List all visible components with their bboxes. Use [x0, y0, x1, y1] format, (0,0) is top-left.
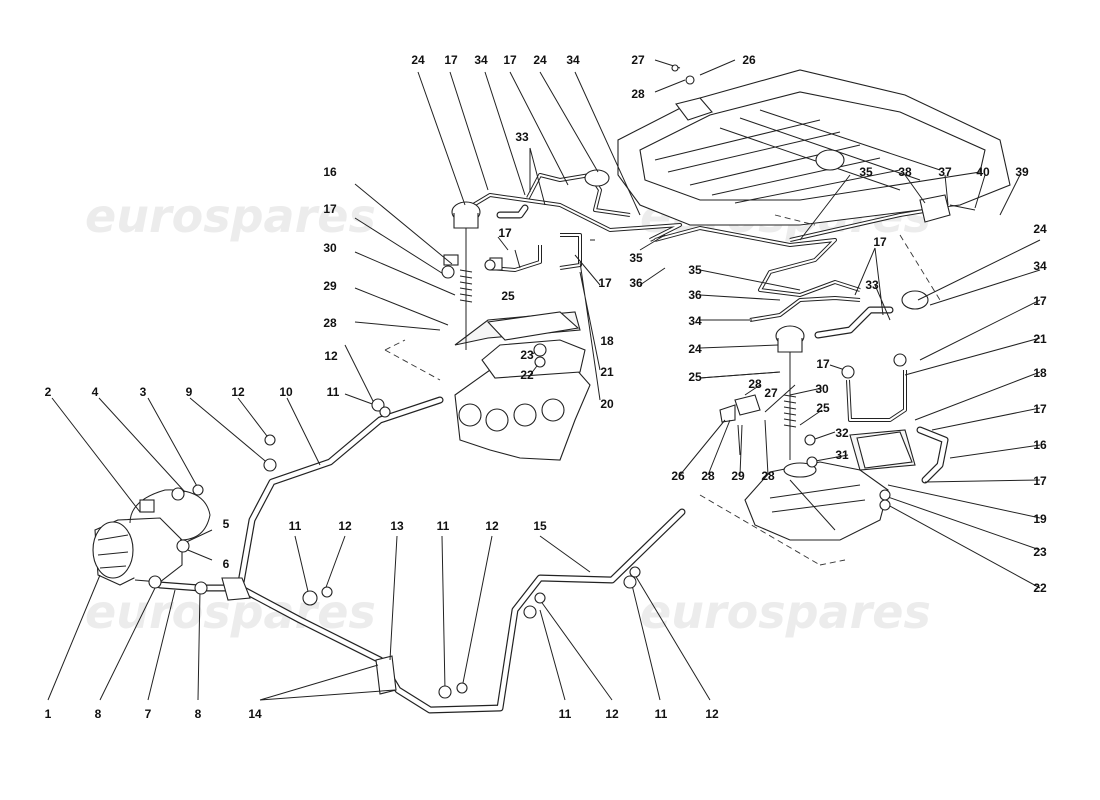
intake-plenum — [617, 69, 1011, 226]
callout-31: 31 — [835, 448, 849, 462]
callout-28b: 28 — [323, 316, 337, 330]
callout-25a: 25 — [501, 289, 515, 303]
callout-34d: 34 — [1033, 259, 1047, 273]
callout-28a: 28 — [631, 87, 645, 101]
callout-24a: 24 — [411, 53, 425, 67]
callout-9: 9 — [186, 385, 193, 399]
callout-35b: 35 — [859, 165, 873, 179]
callout-12a: 12 — [324, 349, 338, 363]
callout-3: 3 — [140, 385, 147, 399]
callout-28c: 28 — [748, 377, 762, 391]
callout-20: 20 — [600, 397, 614, 411]
callout-35c: 35 — [688, 263, 702, 277]
callout-29a: 29 — [323, 279, 337, 293]
watermark-top-left: eurospares — [85, 189, 376, 243]
callout-37: 37 — [938, 165, 952, 179]
callout-26b: 26 — [671, 469, 685, 483]
callout-30b: 30 — [815, 382, 829, 396]
callout-26a: 26 — [742, 53, 756, 67]
callout-17d: 17 — [498, 226, 512, 240]
right-mounting-plate — [856, 431, 913, 469]
callout-21b: 21 — [1033, 332, 1047, 346]
callout-24b: 24 — [533, 53, 547, 67]
callout-17j: 17 — [1033, 474, 1047, 488]
callout-12b: 12 — [231, 385, 245, 399]
callout-6: 6 — [223, 557, 230, 571]
leader-lines — [47, 59, 1041, 701]
callout-34c: 34 — [688, 314, 702, 328]
callout-24d: 24 — [1033, 222, 1047, 236]
callout-27b: 27 — [764, 386, 778, 400]
callout-17c: 17 — [503, 53, 517, 67]
callout-35a: 35 — [629, 251, 643, 265]
callout-11c: 11 — [437, 519, 450, 533]
dashed-guides — [384, 214, 941, 566]
callout-11d: 11 — [559, 707, 572, 721]
callout-7: 7 — [145, 707, 152, 721]
callout-2: 2 — [45, 385, 52, 399]
callout-11a: 11 — [327, 385, 340, 399]
callout-15: 15 — [533, 519, 547, 533]
callout-8b: 8 — [195, 707, 202, 721]
callout-25c: 25 — [816, 401, 830, 415]
callout-38: 38 — [898, 165, 912, 179]
callout-4: 4 — [92, 385, 99, 399]
callout-12e: 12 — [605, 707, 619, 721]
callout-17a: 17 — [323, 202, 337, 216]
callout-23b: 23 — [1033, 545, 1047, 559]
callout-12f: 12 — [705, 707, 719, 721]
callout-labels: 1 2 3 4 5 6 7 8 8 9 10 11 11 11 11 11 12… — [45, 53, 1047, 721]
callout-8a: 8 — [95, 707, 102, 721]
callout-23a: 23 — [520, 348, 534, 362]
callout-1: 1 — [45, 707, 52, 721]
callout-34b: 34 — [566, 53, 580, 67]
callout-17i: 17 — [1033, 402, 1047, 416]
callout-11e: 11 — [655, 707, 668, 721]
callout-10: 10 — [279, 385, 293, 399]
callout-18a: 18 — [600, 334, 614, 348]
callout-14: 14 — [248, 707, 262, 721]
callout-29b: 29 — [731, 469, 745, 483]
callout-27a: 27 — [631, 53, 645, 67]
callout-33a: 33 — [515, 130, 529, 144]
callout-24c: 24 — [688, 342, 702, 356]
callout-17b: 17 — [444, 53, 458, 67]
left-mounting-plate — [486, 311, 580, 341]
callout-13: 13 — [390, 519, 404, 533]
callout-12d: 12 — [485, 519, 499, 533]
air-pipes — [156, 396, 686, 714]
callout-11b: 11 — [289, 519, 302, 533]
right-air-valve-group — [654, 194, 976, 484]
callout-39: 39 — [1015, 165, 1029, 179]
callout-19: 19 — [1033, 512, 1047, 526]
callout-16a: 16 — [323, 165, 337, 179]
callout-17h: 17 — [1033, 294, 1047, 308]
callout-17g: 17 — [816, 357, 830, 371]
fittings — [148, 64, 907, 699]
callout-32: 32 — [835, 426, 849, 440]
callout-30a: 30 — [323, 241, 337, 255]
callout-28e: 28 — [761, 469, 775, 483]
air-pump — [92, 489, 211, 586]
watermark-bottom-right: eurospares — [640, 585, 931, 639]
callout-33b: 33 — [865, 278, 879, 292]
callout-22b: 22 — [1033, 581, 1047, 595]
callout-28d: 28 — [701, 469, 715, 483]
callout-12c: 12 — [338, 519, 352, 533]
callout-22a: 22 — [520, 368, 534, 382]
callout-36b: 36 — [688, 288, 702, 302]
callout-40: 40 — [976, 165, 990, 179]
callout-25b: 25 — [688, 370, 702, 384]
callout-16b: 16 — [1033, 438, 1047, 452]
left-air-valve-group — [443, 169, 682, 350]
callout-18b: 18 — [1033, 366, 1047, 380]
callout-17f: 17 — [873, 235, 887, 249]
callout-34a: 34 — [474, 53, 488, 67]
callout-36a: 36 — [629, 276, 643, 290]
callout-21a: 21 — [600, 365, 614, 379]
callout-5: 5 — [223, 517, 230, 531]
callout-17e: 17 — [598, 276, 612, 290]
